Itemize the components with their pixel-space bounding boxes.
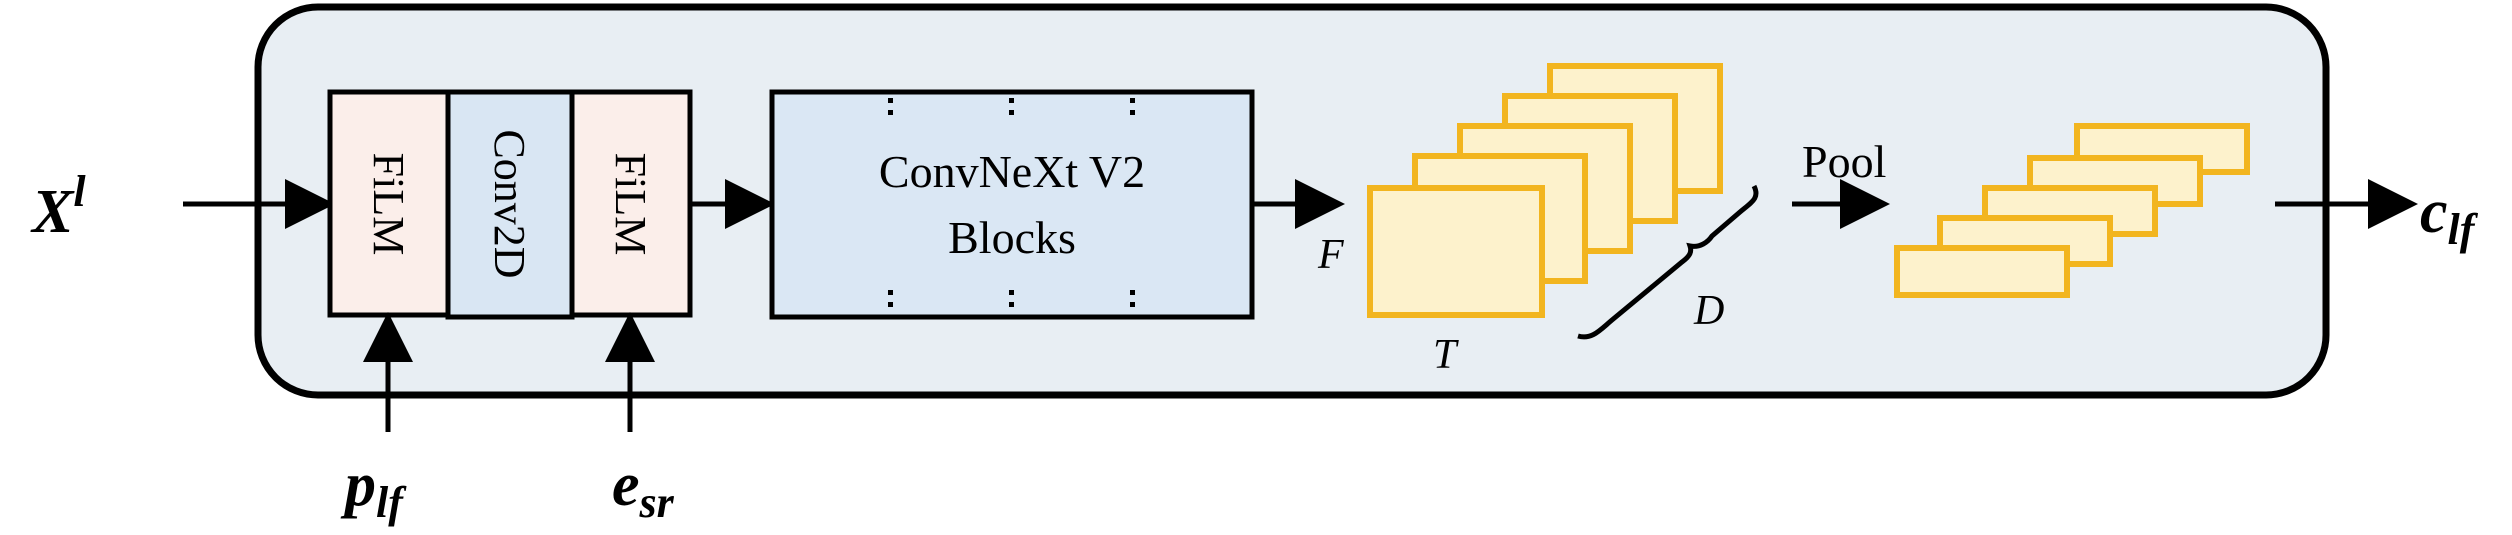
convnext-label-line2: Blocks — [948, 212, 1076, 263]
convnext-dots-top — [888, 98, 1135, 115]
pooled-vector-stack — [1894, 123, 2250, 298]
dim-f-label: F — [1317, 232, 1344, 278]
p-lf-label: plf — [340, 451, 407, 527]
depth-brace — [1577, 184, 1759, 340]
film-block-2 — [569, 89, 693, 318]
feature-map-stack — [1367, 63, 1723, 318]
film-label-1: FiLM — [364, 153, 413, 256]
output-c-label: clf — [2420, 178, 2479, 254]
dim-d-label: D — [1693, 288, 1724, 334]
convnext-block — [769, 89, 1255, 320]
conv2d-block — [445, 89, 575, 320]
feature-map — [1367, 185, 1545, 318]
film-label-2: FiLM — [606, 153, 655, 256]
pool-label: Pool — [1802, 136, 1886, 187]
dim-t-label: T — [1433, 332, 1459, 378]
pooled-vector — [1894, 245, 2070, 298]
convnext-dots-bottom — [888, 290, 1135, 307]
conv2d-label: Conv2D — [485, 129, 534, 278]
input-x-label: Xl — [30, 167, 86, 246]
film-block-1 — [327, 89, 451, 318]
convnext-label-line1: ConvNeXt V2 — [879, 146, 1145, 197]
e-sr-label: esr — [612, 451, 675, 527]
